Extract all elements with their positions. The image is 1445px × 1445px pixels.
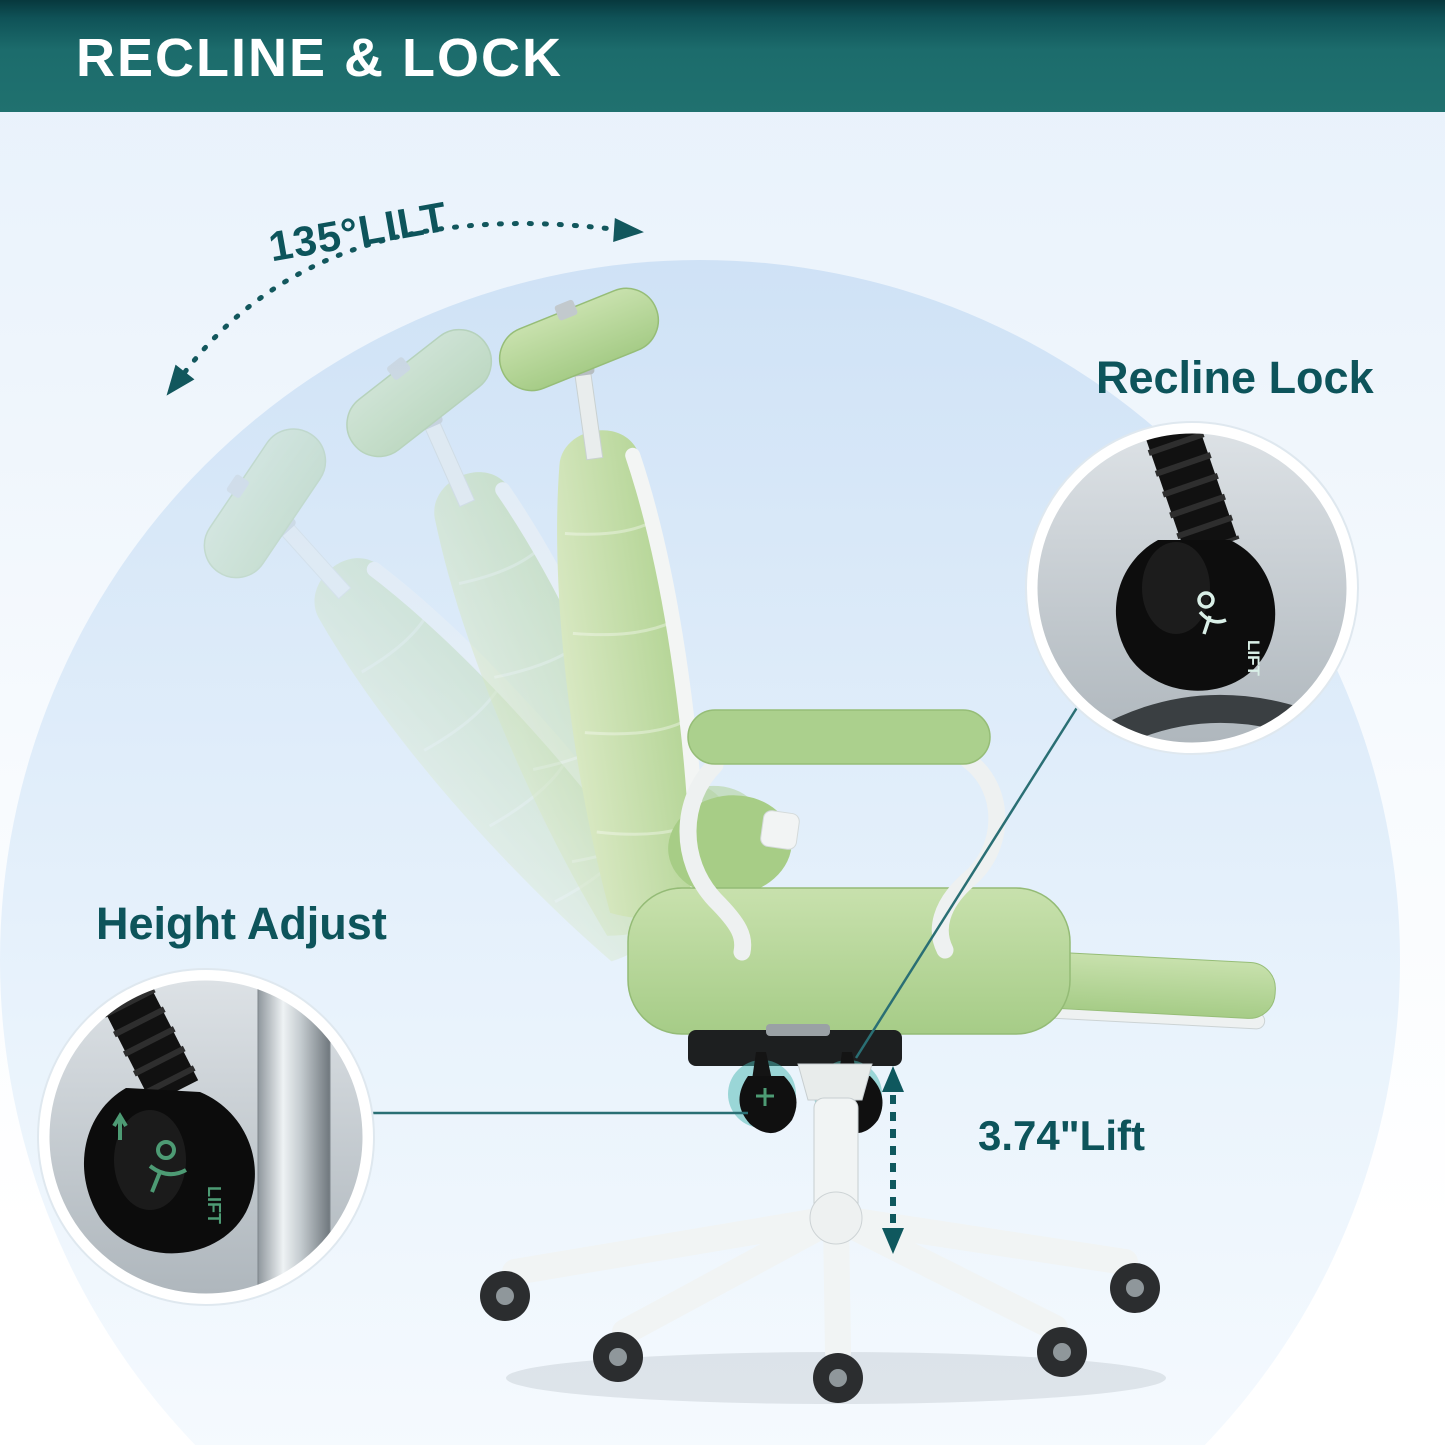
height-adjust-lever-icon	[739, 1052, 797, 1134]
page-title: RECLINE & LOCK	[76, 28, 563, 88]
height-adjust-label: Height Adjust	[96, 898, 387, 949]
lever-print-chair-icon	[112, 1112, 187, 1193]
lever-print-lift-text: LIFT	[204, 1186, 224, 1224]
armrest-joint	[760, 810, 800, 850]
caster-wheels	[480, 1263, 1160, 1403]
recline-lock-label: Recline Lock	[1096, 352, 1374, 403]
base-hub	[809, 1191, 863, 1245]
header-banner: RECLINE & LOCK	[0, 0, 1445, 112]
seat-cushion	[627, 887, 1071, 1035]
gas-lift-column	[257, 975, 331, 1299]
lift-range-arrow-icon	[882, 1066, 904, 1254]
height-adjust-inset: LIFT	[37, 968, 375, 1306]
lift-height-label: 3.74"Lift	[978, 1112, 1145, 1159]
footrest	[1006, 952, 1276, 1030]
gas-lift-cone	[797, 1063, 873, 1101]
lever-print-lift-text: LIFT	[1244, 640, 1263, 676]
recline-lock-inset: LIFT	[1025, 421, 1359, 755]
lever-print-person-icon	[1197, 591, 1227, 635]
recline-arc-arrow-icon	[166, 218, 644, 396]
recline-lock-connector-line	[854, 705, 1080, 1059]
